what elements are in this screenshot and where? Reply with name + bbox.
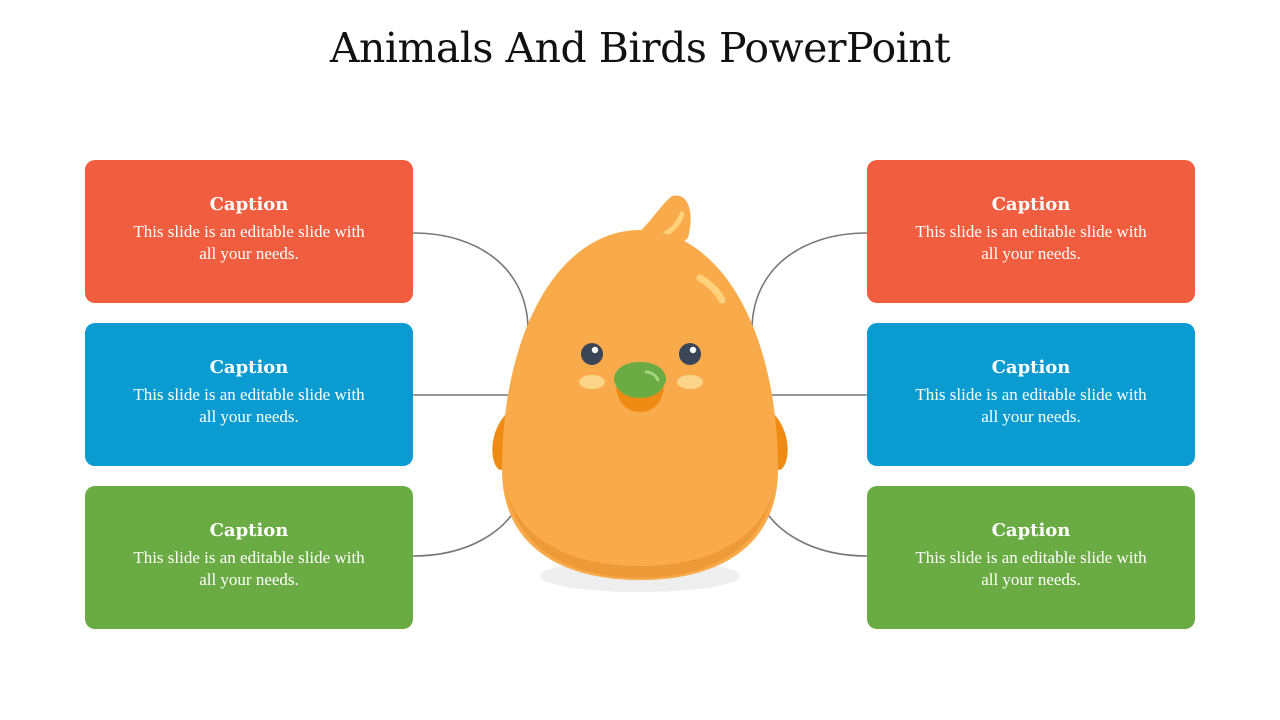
caption-title: Caption <box>991 520 1071 541</box>
slide-title: Animals And Birds PowerPoint <box>329 24 951 72</box>
connector-left-top <box>412 232 529 331</box>
caption-box-right-middle: Caption This slide is an editable slide … <box>867 323 1195 466</box>
caption-text: This slide is an editable slide with all… <box>915 385 1147 426</box>
caption-title: Caption <box>991 357 1071 378</box>
caption-text: This slide is an editable slide with all… <box>915 222 1147 263</box>
caption-box-left-bottom: Caption This slide is an editable slide … <box>85 486 413 629</box>
caption-text: This slide is an editable slide with all… <box>133 385 365 426</box>
caption-title: Caption <box>209 357 289 378</box>
caption-title: Caption <box>991 194 1071 215</box>
caption-box-left-middle: Caption This slide is an editable slide … <box>85 323 413 466</box>
caption-box-right-bottom: Caption This slide is an editable slide … <box>867 486 1195 629</box>
caption-box-right-top: Caption This slide is an editable slide … <box>867 160 1195 303</box>
caption-title: Caption <box>209 520 289 541</box>
caption-title: Caption <box>209 194 289 215</box>
chick-bird-icon <box>492 195 788 592</box>
connector-right-bottom <box>761 504 868 557</box>
connector-left-bottom <box>412 504 519 557</box>
caption-text: This slide is an editable slide with all… <box>133 222 365 263</box>
caption-box-left-top: Caption This slide is an editable slide … <box>85 160 413 303</box>
caption-text: This slide is an editable slide with all… <box>915 548 1147 589</box>
connector-right-top <box>751 232 868 331</box>
caption-text: This slide is an editable slide with all… <box>133 548 365 589</box>
